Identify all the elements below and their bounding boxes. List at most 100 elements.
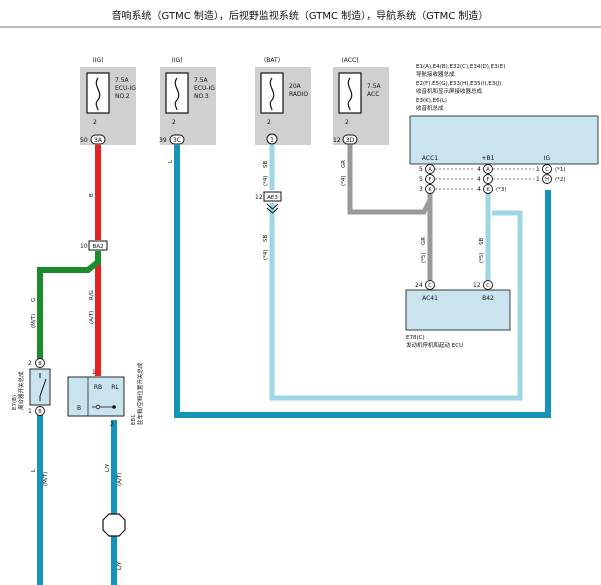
connector-pin (35, 406, 45, 416)
connector-pin (169, 134, 185, 145)
pin-note: (*3) (496, 187, 507, 193)
pin-note: (*2) (555, 177, 566, 183)
connector-pin (425, 280, 435, 290)
fuse-name2: NO.3 (194, 93, 209, 100)
receiver-label: 收音机和显示屏接收器总成 (416, 87, 483, 95)
fuse-body (165, 72, 189, 114)
wire-note: (A/T) (89, 311, 95, 324)
ecu-box (405, 289, 511, 331)
receiver-label: E2(F),E5(G),E33(H),E35(I),E3(J) (416, 81, 501, 87)
switch-node (112, 405, 116, 409)
ig-pin-stack: 1 C (*1) 1 H (*2) (536, 164, 566, 184)
pin-number: 2 (28, 360, 32, 367)
fuse-name: RADIO (289, 91, 308, 98)
wire-note: (M/T) (43, 472, 49, 486)
fuse-conn-code: 3C (173, 137, 181, 144)
pin-note: (*1) (555, 167, 566, 173)
connector-pin (342, 134, 358, 145)
fuse-name: ACC (367, 91, 379, 98)
pin-code: C (545, 167, 549, 173)
wire-note: (*4) (263, 175, 269, 186)
switch-node (95, 404, 101, 410)
page-title: 音响系统（GTMC 制造），后视野监视系统（GTMC 制造），导航系统（GTMC… (112, 9, 489, 22)
switch-box (67, 376, 125, 417)
pin-code: F (429, 177, 432, 183)
connector-pin (483, 174, 493, 184)
pin-number: 4 (477, 166, 481, 173)
pin-code: C (486, 283, 490, 289)
wire-color-label: GR (421, 237, 427, 245)
connector-pin (266, 133, 278, 145)
wire-color-label: B (89, 193, 95, 197)
connector-pin (425, 164, 435, 174)
wire-note: (*4) (263, 249, 269, 260)
pin-number: 1 (536, 176, 540, 183)
fuse-icon (174, 77, 180, 111)
fuse-conn-num: 50 (80, 137, 88, 144)
switch-terminal-b: B (77, 405, 81, 412)
fuse-source: (BAT) (264, 57, 280, 64)
fuse-name2: NO.2 (115, 93, 130, 100)
switch-code: E7(B) (12, 395, 18, 410)
fuse-ecu-ig-3: (IG) 7.5A ECU-IG NO.3 2 39 3C (159, 57, 216, 145)
wire-color-label: SB (479, 238, 485, 245)
connector-box (88, 240, 108, 251)
receiver-terminal-acc: ACC1 (422, 155, 438, 162)
connector-pin (35, 358, 45, 368)
fuse-source: (ACC) (341, 57, 358, 64)
fuse-name: ECU-IG (194, 85, 215, 92)
connector-pin (483, 184, 493, 194)
switch-box (29, 368, 51, 406)
pin-code: K (428, 187, 432, 193)
pin-number: 4 (477, 176, 481, 183)
fuse-pin: 2 (267, 119, 271, 126)
fuse-pin: 2 (172, 119, 176, 126)
fuse-conn-num: 39 (159, 137, 167, 144)
connector-box (263, 191, 282, 202)
pin-number: 12 (473, 282, 481, 289)
connector-pin (425, 174, 435, 184)
fuse-conn-code: 3A (94, 137, 103, 144)
wire-color-label: L (168, 159, 174, 163)
connector-pin (483, 280, 493, 290)
wire-blue-ig-loop (174, 145, 551, 418)
clutch-switch: 2 B 1 B E7(B) 离合器开关总成 (12, 358, 51, 416)
fuse-icon (269, 77, 275, 111)
pin-number: 3 (419, 186, 423, 193)
pin-code: H (545, 177, 549, 183)
fuse-icon (347, 77, 353, 111)
wire-color-label: L/Y (105, 463, 111, 472)
fuse-conn-code: 3D (346, 137, 355, 144)
pin-code: A (428, 167, 432, 173)
fuse-rating: 20A (289, 83, 302, 90)
connector-pin (542, 164, 552, 174)
switch-terminal-rl: RL (111, 384, 119, 391)
wire-note: (*5) (479, 252, 485, 263)
receiver-box (409, 115, 599, 165)
switch-terminal-rb: RB (94, 384, 102, 391)
fuse-icon (95, 77, 101, 111)
fuse-radio: (BAT) 20A RADIO 2 1 (255, 57, 311, 145)
pin-number: 1 (536, 166, 540, 173)
connector-pin (90, 134, 106, 145)
wire-color-label: SB (263, 235, 269, 242)
switch-name: 驻车档/空档位置开关总成 (136, 362, 144, 425)
fuse-rating: 7.5A (194, 77, 209, 84)
switch-lever-icon (39, 378, 47, 397)
wire-lightblue-loop (269, 203, 523, 401)
pin-code: C (428, 283, 432, 289)
pin-number: 1 (92, 369, 96, 376)
fuse-conn-num: 12 (333, 137, 341, 144)
ecu-terminal: B42 (482, 295, 494, 302)
pin-number: 24 (415, 282, 423, 289)
connector-number: 10 (80, 243, 88, 250)
wire-color-label: G (31, 298, 37, 302)
wire-note: (*4) (341, 175, 347, 186)
fuse-body (86, 72, 110, 114)
pin-code: A (486, 167, 490, 173)
connector-ae3: 12 AE3 (255, 191, 282, 214)
wire-color-label: SB (263, 161, 269, 168)
fuse-conn-code: 1 (270, 137, 274, 144)
fuse-pin: 2 (93, 119, 97, 126)
